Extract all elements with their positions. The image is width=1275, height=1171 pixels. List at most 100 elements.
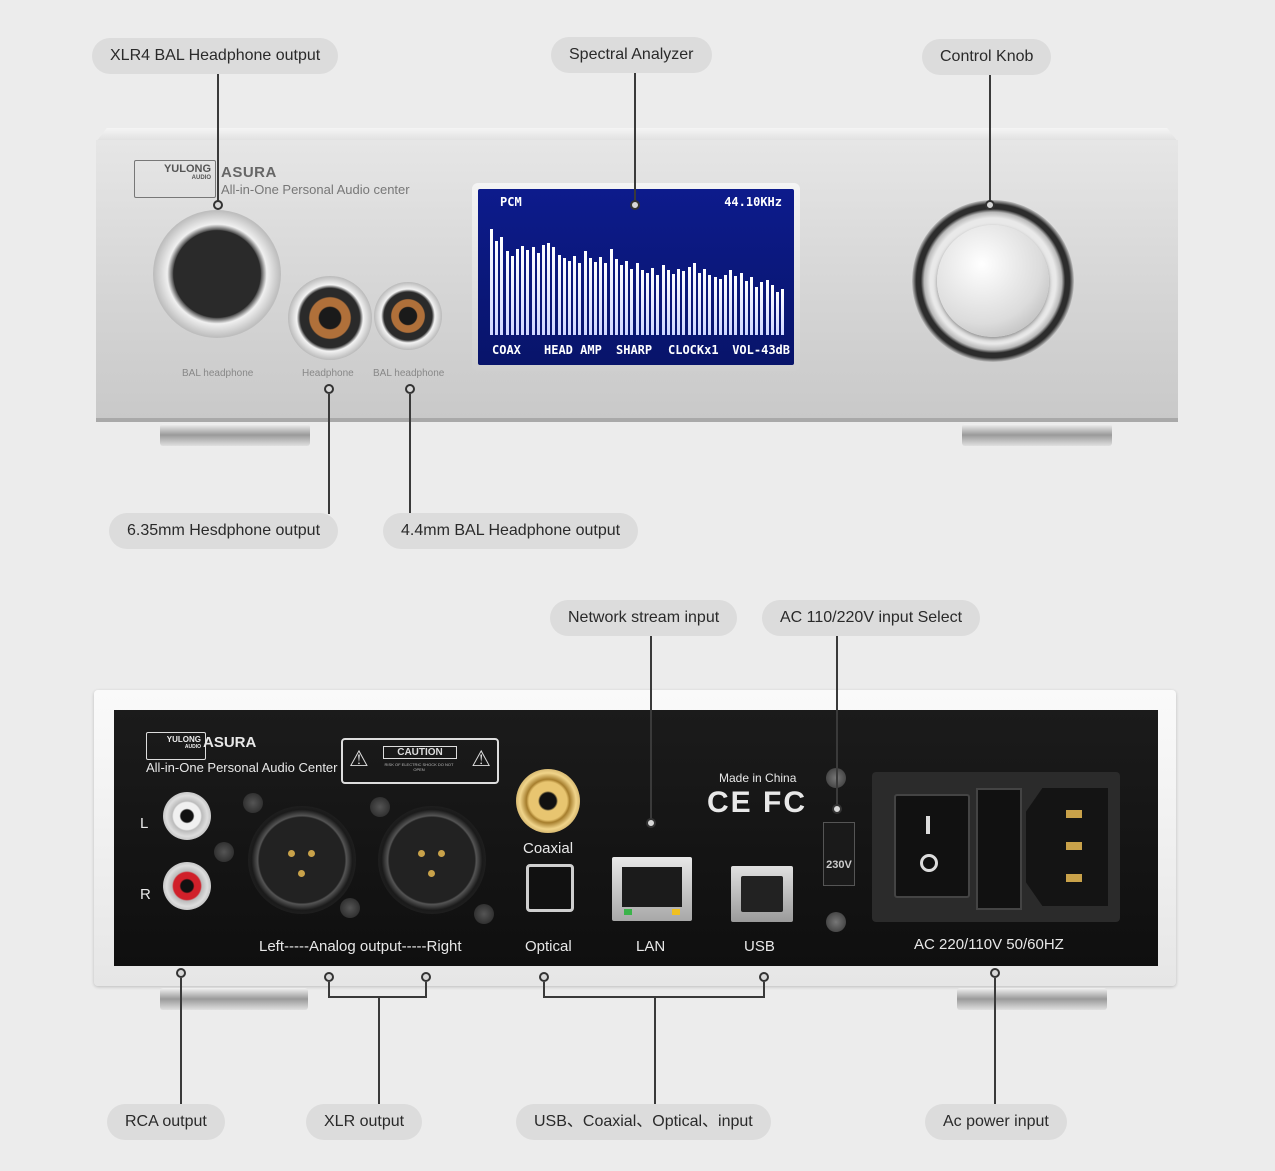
label-right-channel: R bbox=[140, 886, 151, 903]
spectrum-bar bbox=[578, 263, 582, 335]
spectrum-bar bbox=[562, 258, 566, 335]
display-sample-rate: 44.10KHz bbox=[724, 195, 782, 209]
leader-xlr-left bbox=[328, 982, 330, 996]
label-coaxial: Coaxial bbox=[523, 840, 574, 857]
spectrum-bar bbox=[703, 269, 707, 335]
spectrum-bar bbox=[646, 272, 649, 335]
front-panel-top-edge bbox=[96, 128, 1178, 142]
marker-rca bbox=[176, 968, 186, 978]
callout-ac-select: AC 110/220V input Select bbox=[762, 600, 981, 636]
rca-left-output[interactable] bbox=[163, 792, 211, 840]
spectrum-bar bbox=[718, 278, 722, 335]
leader-xlr-bridge bbox=[328, 996, 427, 998]
label-usb: USB bbox=[744, 938, 775, 955]
spectrum-bar bbox=[500, 236, 504, 335]
xlr4-headphone-jack[interactable] bbox=[153, 210, 281, 338]
spectrum-bar bbox=[635, 263, 639, 335]
spectrum-bar bbox=[620, 265, 623, 335]
leader-optical-down bbox=[543, 982, 545, 996]
label-bal-headphone-1: BAL headphone bbox=[182, 368, 254, 379]
display-filter: SHARP bbox=[616, 343, 653, 357]
spectrum-bar bbox=[765, 279, 769, 335]
spectrum-bar bbox=[625, 260, 629, 335]
display-volume: VOL-43dB bbox=[732, 343, 790, 357]
screw-icon bbox=[370, 797, 390, 817]
spectrum-bar bbox=[531, 247, 535, 335]
caution-title: CAUTION bbox=[383, 746, 457, 759]
display-clock: CLOCKx1 bbox=[668, 343, 719, 357]
spectrum-bar bbox=[630, 269, 634, 335]
callout-635-output: 6.35mm Hesdphone output bbox=[109, 513, 339, 549]
rear-right-foot bbox=[957, 988, 1107, 1010]
spectrum-bar bbox=[542, 245, 545, 335]
fuse-holder[interactable] bbox=[976, 788, 1022, 910]
spectrum-bar bbox=[609, 248, 613, 335]
coaxial-input[interactable] bbox=[516, 769, 580, 833]
xlr-left-output[interactable] bbox=[248, 806, 356, 914]
spectrum-bar bbox=[661, 265, 665, 335]
power-switch[interactable] bbox=[894, 794, 970, 898]
spectrum-bar bbox=[666, 270, 670, 335]
leader-bal44 bbox=[409, 394, 411, 514]
leader-usb-down bbox=[763, 982, 765, 996]
callout-xlr4-output: XLR4 BAL Headphone output bbox=[92, 38, 339, 74]
leader-xlr4 bbox=[217, 74, 219, 204]
iec-power-inlet[interactable] bbox=[1026, 788, 1108, 906]
marker-usb bbox=[759, 972, 769, 982]
spectrum-bar bbox=[510, 255, 514, 335]
usb-input[interactable] bbox=[731, 866, 793, 922]
callout-xlr-output: XLR output bbox=[306, 1104, 423, 1140]
spectrum-bar bbox=[781, 289, 785, 335]
leader-rca bbox=[180, 978, 182, 1104]
rear-model-name: ASURA bbox=[203, 734, 257, 751]
spectrum-bar bbox=[724, 275, 727, 335]
headphone-44-jack[interactable] bbox=[374, 282, 442, 350]
spectrum-bar bbox=[687, 266, 691, 335]
rca-right-output[interactable] bbox=[163, 862, 211, 910]
spectrum-bar bbox=[568, 260, 571, 335]
spectrum-bar bbox=[547, 242, 551, 335]
lan-input[interactable] bbox=[612, 857, 692, 921]
caution-subtext: RISK OF ELECTRIC SHOCK DO NOT OPEN bbox=[384, 762, 454, 772]
front-logo-text: YULONG bbox=[163, 163, 211, 175]
display-input: COAX bbox=[492, 343, 521, 357]
spectrum-bar bbox=[640, 270, 644, 335]
screw-icon bbox=[474, 904, 494, 924]
callout-control-knob: Control Knob bbox=[922, 39, 1052, 75]
spectrum-bar bbox=[536, 253, 540, 335]
label-analog-output: Left-----Analog output-----Right bbox=[259, 938, 462, 955]
spectrum-bar bbox=[651, 267, 655, 335]
control-knob[interactable] bbox=[937, 225, 1049, 337]
callout-network-input: Network stream input bbox=[550, 600, 738, 636]
spectrum-bar bbox=[583, 251, 587, 335]
leader-hp635 bbox=[328, 394, 330, 514]
spectrum-bar bbox=[698, 272, 701, 335]
leader-knob bbox=[989, 75, 991, 205]
optical-input[interactable] bbox=[526, 864, 574, 912]
spectrum-bar bbox=[713, 277, 717, 335]
marker-xlr4 bbox=[213, 200, 223, 210]
spectrum-bar bbox=[744, 281, 748, 335]
xlr-right-output[interactable] bbox=[378, 806, 486, 914]
spectrum-bar bbox=[760, 282, 764, 335]
spectrum-bar bbox=[677, 269, 681, 335]
spectrum-bar bbox=[770, 284, 774, 335]
leader-spectral bbox=[634, 73, 636, 203]
callout-spectral-analyzer: Spectral Analyzer bbox=[551, 37, 712, 73]
marker-bal44 bbox=[405, 384, 415, 394]
label-optical: Optical bbox=[525, 938, 572, 955]
display-mode: HEAD AMP bbox=[544, 343, 602, 357]
spectrum-bar bbox=[521, 246, 525, 335]
spectrum-bar bbox=[552, 247, 556, 335]
spectrum-bar bbox=[495, 241, 499, 335]
certification-marks: CE FC bbox=[707, 786, 807, 819]
headphone-635-jack[interactable] bbox=[288, 276, 372, 360]
screw-icon bbox=[340, 898, 360, 918]
voltage-switch-value: 230V bbox=[826, 859, 852, 871]
spectrum-bar bbox=[656, 275, 660, 335]
spectrum-bar bbox=[594, 261, 597, 335]
marker-knob bbox=[985, 200, 995, 210]
made-in-label: Made in China bbox=[719, 771, 797, 785]
spectrum-bar bbox=[739, 272, 743, 335]
voltage-select-switch[interactable]: 230V bbox=[823, 822, 855, 886]
